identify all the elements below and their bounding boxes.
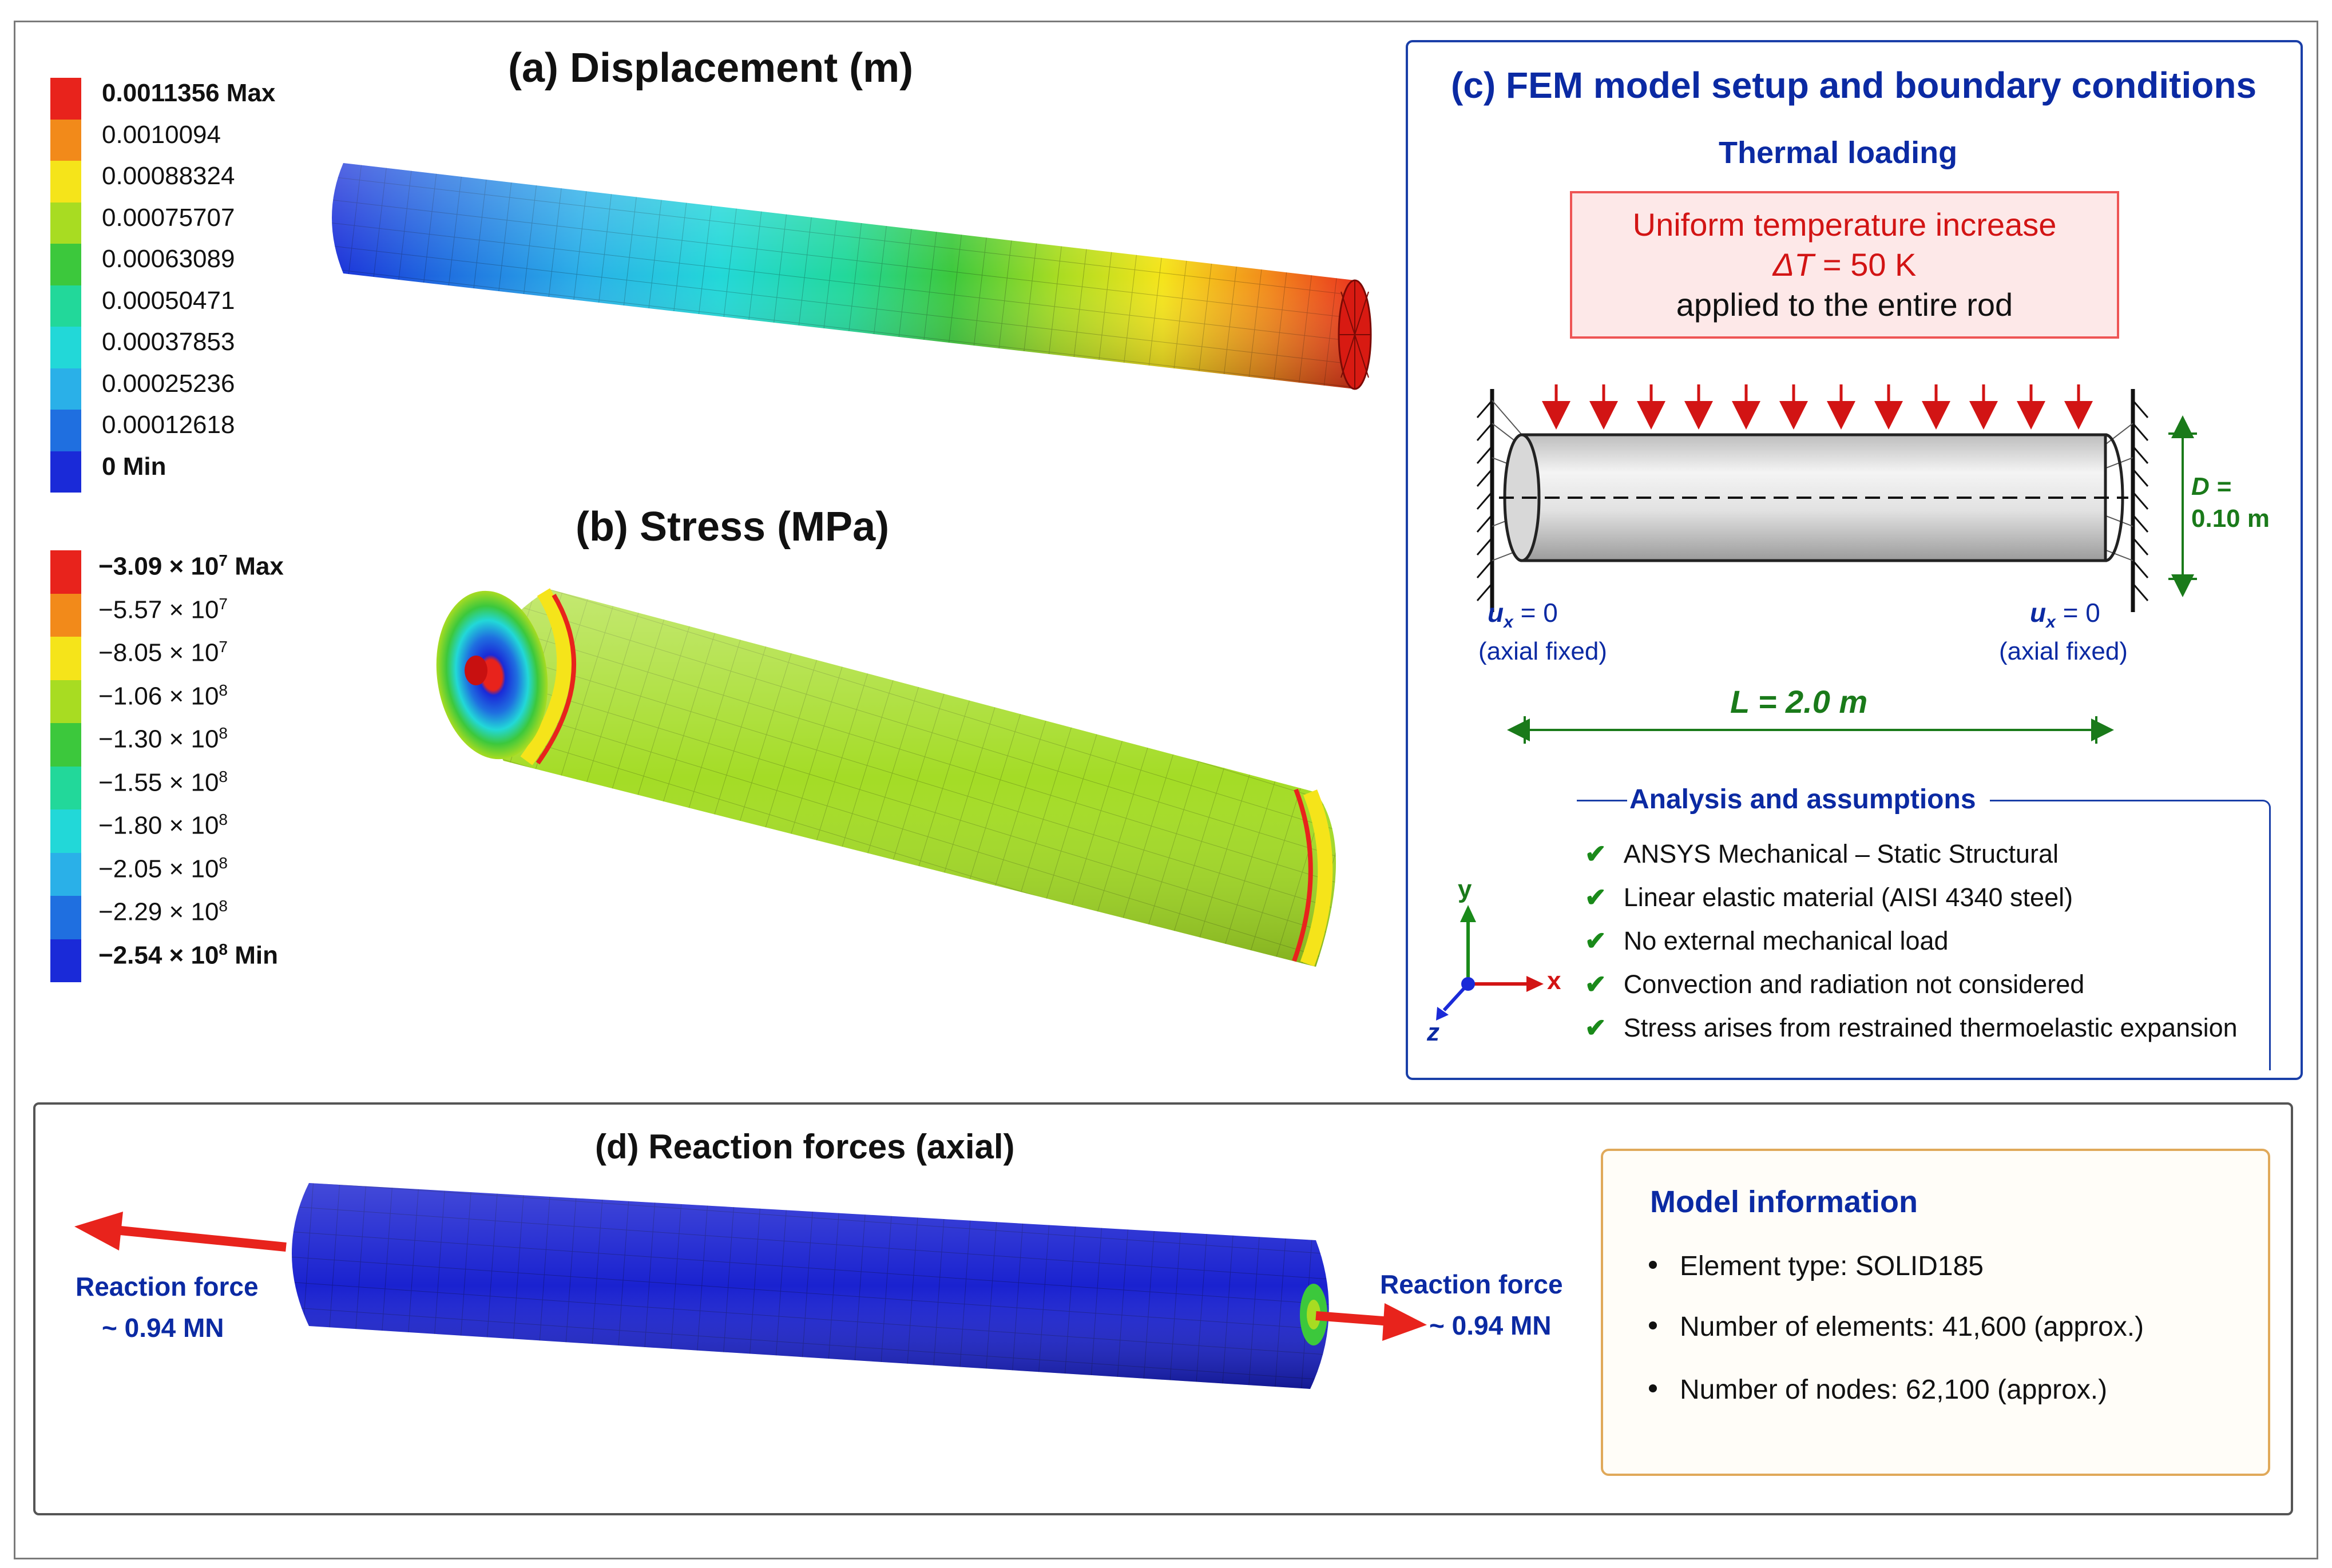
displacement-legend-swatch [50, 78, 81, 120]
assumption-item: ✔Convection and radiation not considered [1585, 970, 2085, 999]
stress-legend-swatch [50, 723, 81, 767]
right-reaction-label-1: Reaction force [1380, 1269, 1563, 1299]
bullet-icon [1649, 1261, 1657, 1269]
diameter-label-2: 0.10 m [2191, 505, 2270, 533]
stress-legend-label: −1.30 × 108 [98, 724, 228, 753]
model-info-box [1601, 1149, 2270, 1476]
bc-left-var: u [1488, 598, 1504, 628]
displacement-legend-swatch [50, 285, 81, 327]
displacement-legend-swatch [50, 202, 81, 244]
check-icon: ✔ [1585, 883, 1607, 912]
load-line-1: Uniform temperature increase [1632, 207, 2057, 243]
delta-t-symbol: ΔT [1772, 247, 1814, 283]
model-info-item: Element type: SOLID185 [1649, 1251, 1984, 1282]
stress-legend-label: −1.80 × 108 [98, 811, 228, 840]
assumption-item: ✔Stress arises from restrained thermoela… [1585, 1013, 2238, 1042]
stress-legend-label: −2.05 × 108 [98, 854, 228, 883]
stress-legend-swatch [50, 766, 81, 809]
stress-legend-swatch [50, 809, 81, 853]
delta-t-value: = 50 K [1814, 247, 1917, 283]
thermal-load-box: Uniform temperature increase ΔT = 50 K a… [1570, 191, 2119, 339]
assumptions-heading: Analysis and assumptions [1627, 784, 1990, 815]
displacement-legend-swatch [50, 451, 81, 493]
bc-left-label: ux = 0 [1488, 597, 1558, 632]
bc-left-eq: = 0 [1513, 598, 1558, 628]
displacement-legend-label: 0.00012618 [102, 411, 235, 439]
stress-legend-swatch [50, 852, 81, 896]
check-icon: ✔ [1585, 970, 1607, 999]
stress-legend-swatch [50, 637, 81, 680]
stress-legend-label: −8.05 × 107 [98, 638, 228, 667]
stress-legend-label: −5.57 × 107 [98, 594, 228, 624]
bc-left-sub: x [1504, 613, 1513, 632]
stress-legend-label: −1.06 × 108 [98, 681, 228, 710]
check-icon: ✔ [1585, 926, 1607, 955]
bc-right-sub: x [2046, 613, 2056, 632]
model-info-item: Number of elements: 41,600 (approx.) [1649, 1311, 2144, 1343]
right-reaction-label-2: ~ 0.94 MN [1429, 1311, 1552, 1340]
stress-legend-swatch [50, 939, 81, 982]
displacement-legend-swatch [50, 410, 81, 451]
left-reaction-label-1: Reaction force [76, 1272, 259, 1301]
assumption-item: ✔ANSYS Mechanical – Static Structural [1585, 839, 2059, 868]
axis-y-label: y [1458, 875, 1472, 903]
length-label: L = 2.0 m [1730, 684, 1868, 720]
stress-legend-swatch [50, 680, 81, 723]
axis-x-label: x [1547, 967, 1561, 995]
panel-b-title: (b) Stress (MPa) [576, 504, 890, 550]
thermal-loading-heading: Thermal loading [1719, 136, 1958, 170]
panel-d-title: (d) Reaction forces (axial) [595, 1128, 1015, 1166]
model-info-heading: Model information [1650, 1185, 1918, 1219]
displacement-legend-label: 0.00088324 [102, 162, 235, 190]
displacement-legend-label: 0 Min [102, 452, 166, 481]
model-info-item: Number of nodes: 62,100 (approx.) [1649, 1374, 2107, 1406]
stress-legend-label: −1.55 × 108 [98, 767, 228, 797]
assumption-item: ✔Linear elastic material (AISI 4340 stee… [1585, 883, 2073, 912]
displacement-legend-swatch [50, 327, 81, 368]
bc-left-note: (axial fixed) [1478, 637, 1607, 665]
displacement-legend-label: 0.00063089 [102, 245, 235, 273]
bc-right-note: (axial fixed) [1999, 637, 2128, 665]
displacement-legend-swatch [50, 244, 81, 285]
panel-c-title: (c) FEM model setup and boundary conditi… [1451, 65, 2257, 106]
stress-legend-label: −3.09 × 107 Max [98, 551, 284, 581]
diameter-label-1: D = [2191, 473, 2231, 501]
displacement-legend-label: 0.0010094 [102, 120, 221, 149]
bullet-icon [1649, 1321, 1657, 1330]
displacement-legend-swatch [50, 368, 81, 410]
stress-legend-swatch [50, 550, 81, 594]
bc-right-label: ux = 0 [2030, 597, 2100, 632]
displacement-legend-label: 0.0011356 Max [102, 79, 276, 107]
stress-legend-swatch [50, 896, 81, 939]
load-line-2: ΔT = 50 K [1572, 245, 2117, 285]
stress-legend-swatch [50, 593, 81, 637]
check-icon: ✔ [1585, 839, 1607, 868]
displacement-legend-label: 0.00037853 [102, 328, 235, 356]
load-line-3: applied to the entire rod [1676, 287, 2013, 323]
stress-legend-label: −2.54 × 108 Min [98, 940, 278, 970]
displacement-legend-swatch [50, 119, 81, 161]
assumption-item: ✔No external mechanical load [1585, 926, 1949, 955]
displacement-legend-label: 0.00075707 [102, 203, 235, 232]
displacement-legend-label: 0.00050471 [102, 286, 235, 315]
panel-a-title: (a) Displacement (m) [508, 45, 914, 91]
bc-right-var: u [2030, 598, 2047, 628]
check-icon: ✔ [1585, 1013, 1607, 1042]
displacement-legend-label: 0.00025236 [102, 369, 235, 398]
stress-legend-label: −2.29 × 108 [98, 897, 228, 926]
bc-right-eq: = 0 [2055, 598, 2100, 628]
left-reaction-label-2: ~ 0.94 MN [102, 1313, 224, 1343]
displacement-legend-swatch [50, 161, 81, 203]
axis-z-label: z [1427, 1018, 1439, 1046]
bullet-icon [1649, 1384, 1657, 1393]
